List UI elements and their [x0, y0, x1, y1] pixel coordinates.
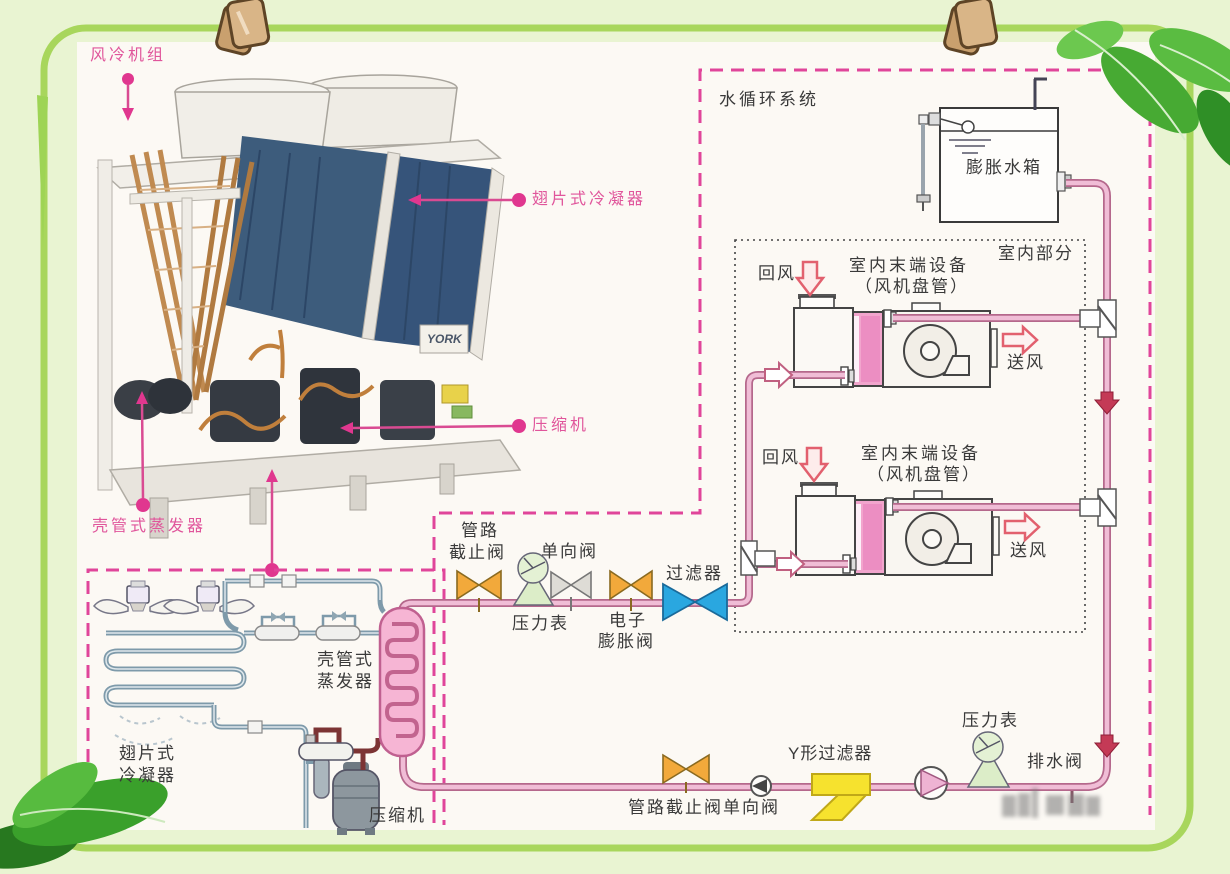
compressor-label-schematic: 压缩机 [369, 806, 426, 825]
photo-label-evaporator: 壳管式蒸发器 [92, 518, 207, 535]
eev-label-l1: 电子 [609, 611, 647, 630]
indoor-section-boundary [734, 239, 1086, 633]
stop-valve-label-l1: 管路 [461, 521, 499, 540]
brand-text: YORK [427, 332, 463, 346]
return-air-label-1: 回风 [758, 264, 796, 283]
discharge-line [313, 727, 381, 770]
condenser-label-l2: 冷凝器 [119, 766, 176, 785]
schematic-compressor [332, 762, 380, 835]
eev-label-l2: 膨胀阀 [598, 632, 655, 651]
filter-label: 过滤器 [666, 564, 723, 583]
fan-coil-subname-1: （风机盘管） [855, 277, 969, 296]
stop-valve-label-l2: 截止阀 [449, 543, 506, 562]
shell-tube-evaporator [378, 606, 426, 758]
supply-line-valves [456, 552, 728, 622]
return-line-devices [662, 731, 1011, 821]
stop-check-valve-label: 管路截止阀单向阀 [628, 798, 780, 817]
check-valve-label: 单向阀 [541, 542, 598, 561]
filter-drier [254, 625, 300, 641]
fan-coil-subname-2: （风机盘管） [867, 465, 981, 484]
refrigeration-schematic [93, 574, 386, 835]
return-air-arrow-1 [794, 260, 826, 298]
watermark-blur [1002, 788, 1100, 818]
slide-frame [40, 24, 1194, 852]
return-air-label-2: 回风 [762, 448, 800, 467]
photo-label-connectors [126, 85, 513, 563]
oil-separator [298, 742, 354, 761]
y-strainer-label: Y形过滤器 [788, 744, 873, 763]
schematic-fan [93, 580, 185, 615]
photo-label-condenser: 翅片式冷凝器 [532, 191, 647, 208]
flow-arrow-supply-1 [764, 360, 794, 390]
filter-valve [662, 582, 728, 622]
chiller-photo: YORK [96, 74, 522, 539]
air-arrows [794, 260, 1041, 543]
warning-sticker [441, 384, 469, 404]
condenser-label-l1: 翅片式 [119, 744, 176, 763]
drain-valve-label: 排水阀 [1027, 752, 1084, 771]
indoor-section-label: 室内部分 [998, 244, 1074, 263]
check-valve-supply [550, 570, 592, 600]
grass-blade-decoration [37, 95, 48, 248]
return-air-arrow-2 [798, 446, 830, 484]
pipe-stop-valve-return [662, 753, 710, 785]
fan-coil-name-2: 室内末端设备 [861, 444, 981, 463]
accumulator [313, 755, 330, 799]
float-arm [940, 118, 963, 126]
float-ball [961, 120, 975, 134]
condenser-panel-left [225, 136, 388, 338]
leaves-decoration-bottom-left [0, 761, 168, 869]
clip-decoration-left [215, 0, 271, 56]
water-pipes [398, 179, 1111, 791]
supply-air-label-1: 送风 [1007, 353, 1045, 372]
pipe-fittings [740, 299, 1117, 576]
refrigeration-boundary [86, 568, 446, 825]
photo-label-compressor: 压缩机 [532, 417, 590, 434]
evaporator-label-l1: 壳管式 [317, 650, 374, 669]
electronic-expansion-valve [609, 569, 653, 601]
supply-air-arrow-1 [1001, 324, 1039, 356]
y-strainer-body [811, 773, 871, 796]
expansion-tank [916, 77, 1072, 223]
sight-glass [315, 625, 361, 641]
schematic-fan [163, 580, 255, 615]
leaves-decoration-top-right [1056, 20, 1230, 171]
photo-label-dots [122, 73, 526, 577]
condenser-coil [103, 630, 247, 708]
photo-label-unit: 风冷机组 [90, 47, 167, 64]
y-strainer-leg [809, 794, 869, 821]
flow-arrow-down-2 [1093, 734, 1121, 758]
fan-coil-name-1: 室内末端设备 [849, 256, 969, 275]
condenser-panel-right [372, 156, 496, 352]
water-system-title: 水循环系统 [719, 90, 819, 109]
pressure-gauge-label-return: 压力表 [962, 711, 1019, 730]
supply-air-arrow-2 [1003, 511, 1041, 543]
clip-decoration-right [943, 0, 999, 56]
flow-arrow-down-1 [1093, 391, 1121, 415]
supply-air-label-2: 送风 [1010, 541, 1048, 560]
expansion-tank-label: 膨胀水箱 [966, 158, 1042, 177]
evaporator-label-l2: 蒸发器 [317, 672, 374, 691]
flow-arrow-supply-2 [776, 549, 806, 579]
pipe-stop-valve [456, 569, 502, 601]
water-system-boundary [432, 68, 1152, 823]
pressure-gauge-label-supply: 压力表 [512, 614, 569, 633]
